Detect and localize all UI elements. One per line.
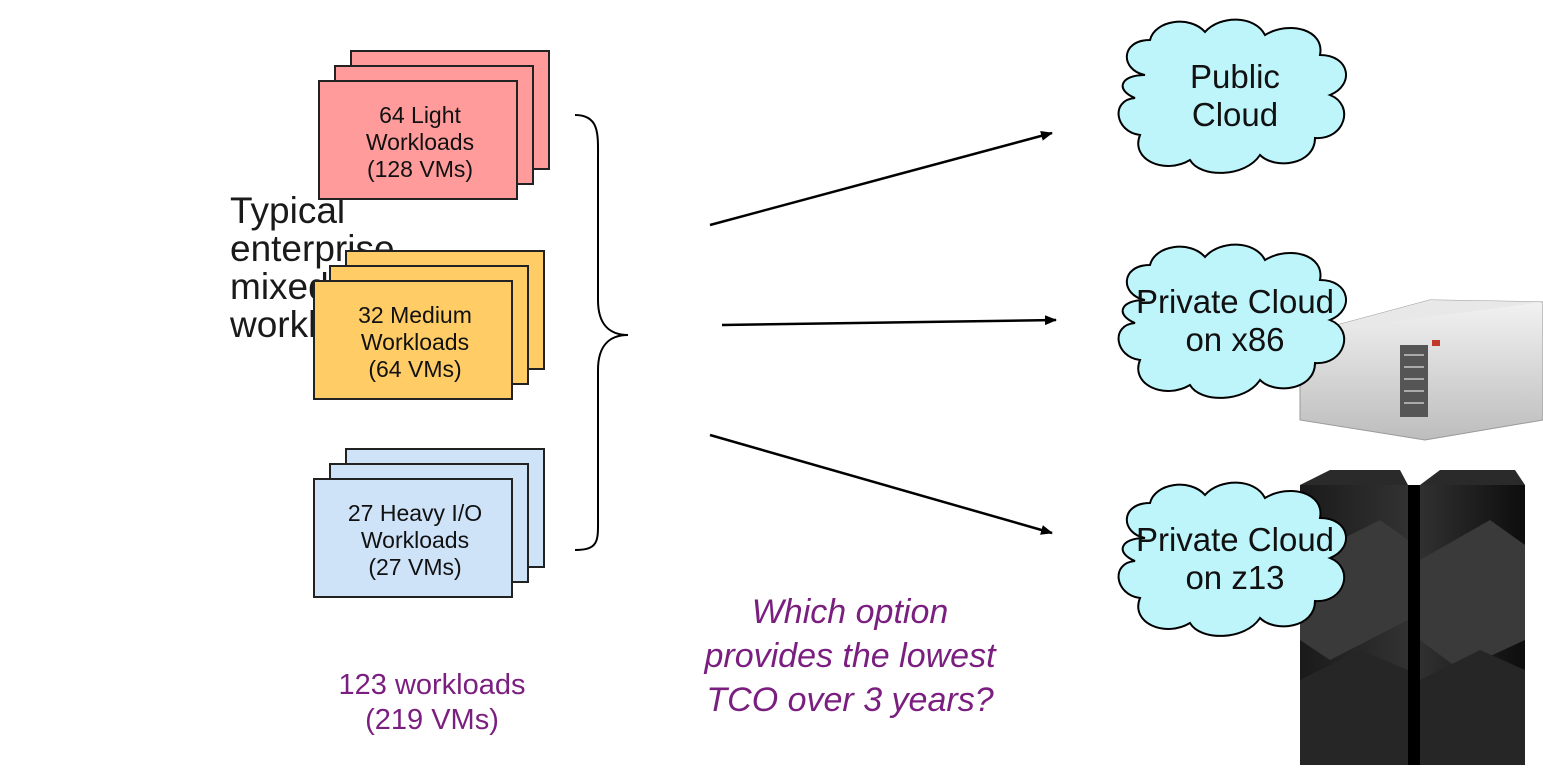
public-cloud-label: Public Cloud (1190, 58, 1280, 133)
medium-workloads-label: 32 Medium Workloads (64 VMs) (358, 301, 472, 382)
public-cloud-shape (1117, 18, 1347, 174)
grouping-brace (574, 114, 629, 551)
stack-card-front: 27 Heavy I/O Workloads (27 VMs) (313, 478, 513, 598)
arrow-to-public-cloud (709, 131, 1053, 227)
light-workloads-label: 64 Light Workloads (128 VMs) (365, 101, 475, 182)
z13-mainframe-image (1300, 470, 1525, 765)
medium-workloads-stack: 32 Medium Workloads (64 VMs) (313, 250, 545, 400)
z13-cloud-label: Private Cloud on z13 (1135, 521, 1335, 596)
z13-cloud-shape (1117, 481, 1347, 637)
heavy-workloads-stack: 27 Heavy I/O Workloads (27 VMs) (313, 448, 545, 598)
x86-cloud-shape (1117, 243, 1347, 399)
x86-server-image (1299, 299, 1543, 441)
arrow-to-z13-cloud (709, 433, 1053, 535)
workload-summary: 123 workloads (219 VMs) (338, 669, 526, 736)
arrow-to-x86-cloud (721, 315, 1057, 327)
stack-card-front: 64 Light Workloads (128 VMs) (318, 80, 518, 200)
tco-question: Which option provides the lowest TCO ove… (704, 593, 996, 719)
stack-card-front: 32 Medium Workloads (64 VMs) (313, 280, 513, 400)
heavy-workloads-label: 27 Heavy I/O Workloads (27 VMs) (347, 499, 483, 580)
light-workloads-stack: 64 Light Workloads (128 VMs) (318, 50, 550, 200)
x86-cloud-label: Private Cloud on x86 (1135, 283, 1335, 358)
